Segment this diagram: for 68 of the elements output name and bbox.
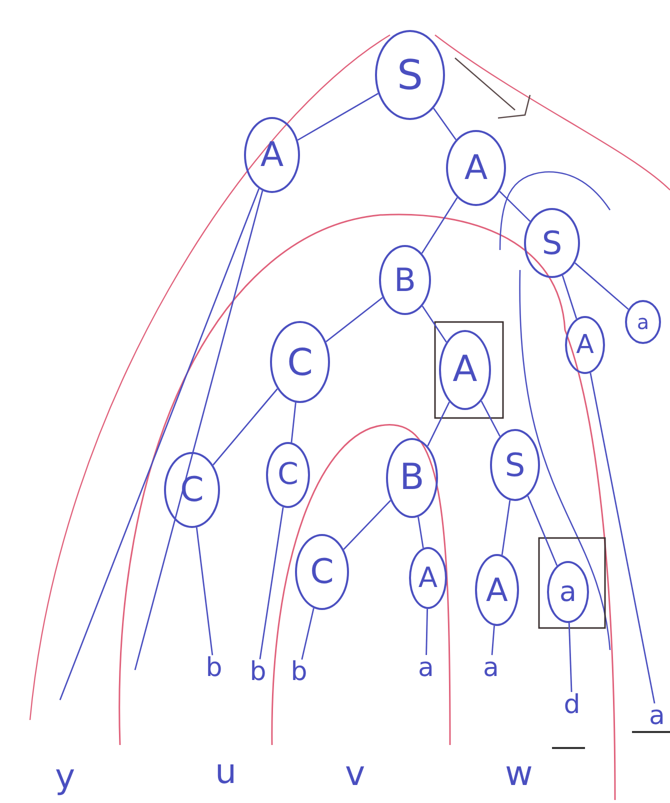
substring-label: u bbox=[215, 755, 237, 789]
tree-edge bbox=[418, 516, 424, 548]
node-label: C bbox=[287, 344, 313, 380]
terminal-symbol: b bbox=[204, 655, 224, 681]
tree-node bbox=[244, 117, 300, 193]
tree-node bbox=[446, 130, 506, 206]
tree-node bbox=[375, 30, 445, 120]
node-label: B bbox=[394, 264, 416, 296]
tree-node bbox=[386, 438, 438, 518]
tree-edge bbox=[297, 92, 378, 141]
node-label: S bbox=[504, 449, 526, 481]
tree-edge bbox=[134, 190, 264, 670]
tree-edge bbox=[562, 275, 578, 319]
tree-node bbox=[547, 561, 589, 623]
tree-edge bbox=[212, 388, 278, 466]
tree-edge bbox=[427, 402, 450, 446]
node-label: B bbox=[400, 460, 424, 496]
node-label: S bbox=[542, 227, 562, 259]
tree-node bbox=[295, 534, 349, 610]
node-label: C bbox=[278, 460, 298, 490]
node-label: A bbox=[486, 574, 508, 606]
tree-edge bbox=[501, 500, 511, 556]
tree-edge bbox=[426, 608, 428, 656]
substring-label: y bbox=[55, 760, 76, 794]
tree-edge bbox=[59, 188, 260, 700]
tree-node bbox=[439, 330, 491, 410]
terminal-symbol: a bbox=[647, 703, 667, 729]
node-label: S bbox=[396, 54, 424, 96]
tree-node bbox=[625, 300, 661, 344]
terminal-symbol: a bbox=[481, 655, 501, 681]
tree-edge bbox=[499, 190, 531, 222]
tree-edge bbox=[590, 372, 656, 704]
terminal-symbol: b bbox=[248, 659, 268, 685]
tree-edge bbox=[568, 622, 572, 692]
tree-edge bbox=[290, 402, 296, 442]
tree-edge bbox=[196, 527, 214, 656]
tree-node bbox=[490, 429, 540, 501]
node-label: A bbox=[260, 138, 284, 172]
node-label: A bbox=[418, 564, 438, 592]
tree-edge bbox=[491, 626, 495, 656]
tree-node bbox=[524, 208, 580, 278]
tree-edge bbox=[301, 608, 314, 660]
node-label: A bbox=[576, 332, 594, 358]
terminal-symbol: b bbox=[289, 659, 309, 685]
node-label: a bbox=[636, 312, 650, 332]
tree-node bbox=[475, 554, 519, 626]
node-label: C bbox=[310, 555, 334, 589]
tree-edge bbox=[527, 496, 558, 566]
terminal-symbol: a bbox=[416, 655, 436, 681]
substring-label: v bbox=[345, 757, 366, 791]
tree-edge bbox=[433, 108, 457, 140]
tree-node bbox=[409, 547, 447, 609]
tree-node bbox=[565, 316, 605, 374]
tree-node bbox=[266, 442, 310, 508]
node-label: A bbox=[464, 151, 488, 185]
tree-edge bbox=[343, 500, 391, 550]
node-label: A bbox=[452, 352, 478, 388]
tree-edge bbox=[421, 197, 458, 254]
node-label: a bbox=[559, 578, 577, 606]
substring-label: w bbox=[505, 757, 533, 791]
tree-node bbox=[379, 245, 431, 315]
tree-node bbox=[164, 452, 220, 528]
terminal-symbol: d bbox=[562, 692, 582, 718]
tree-edge bbox=[326, 297, 383, 342]
tree-edge bbox=[259, 507, 284, 660]
tree-edge bbox=[480, 400, 501, 437]
tree-node bbox=[270, 321, 330, 403]
tree-edge bbox=[574, 262, 629, 310]
